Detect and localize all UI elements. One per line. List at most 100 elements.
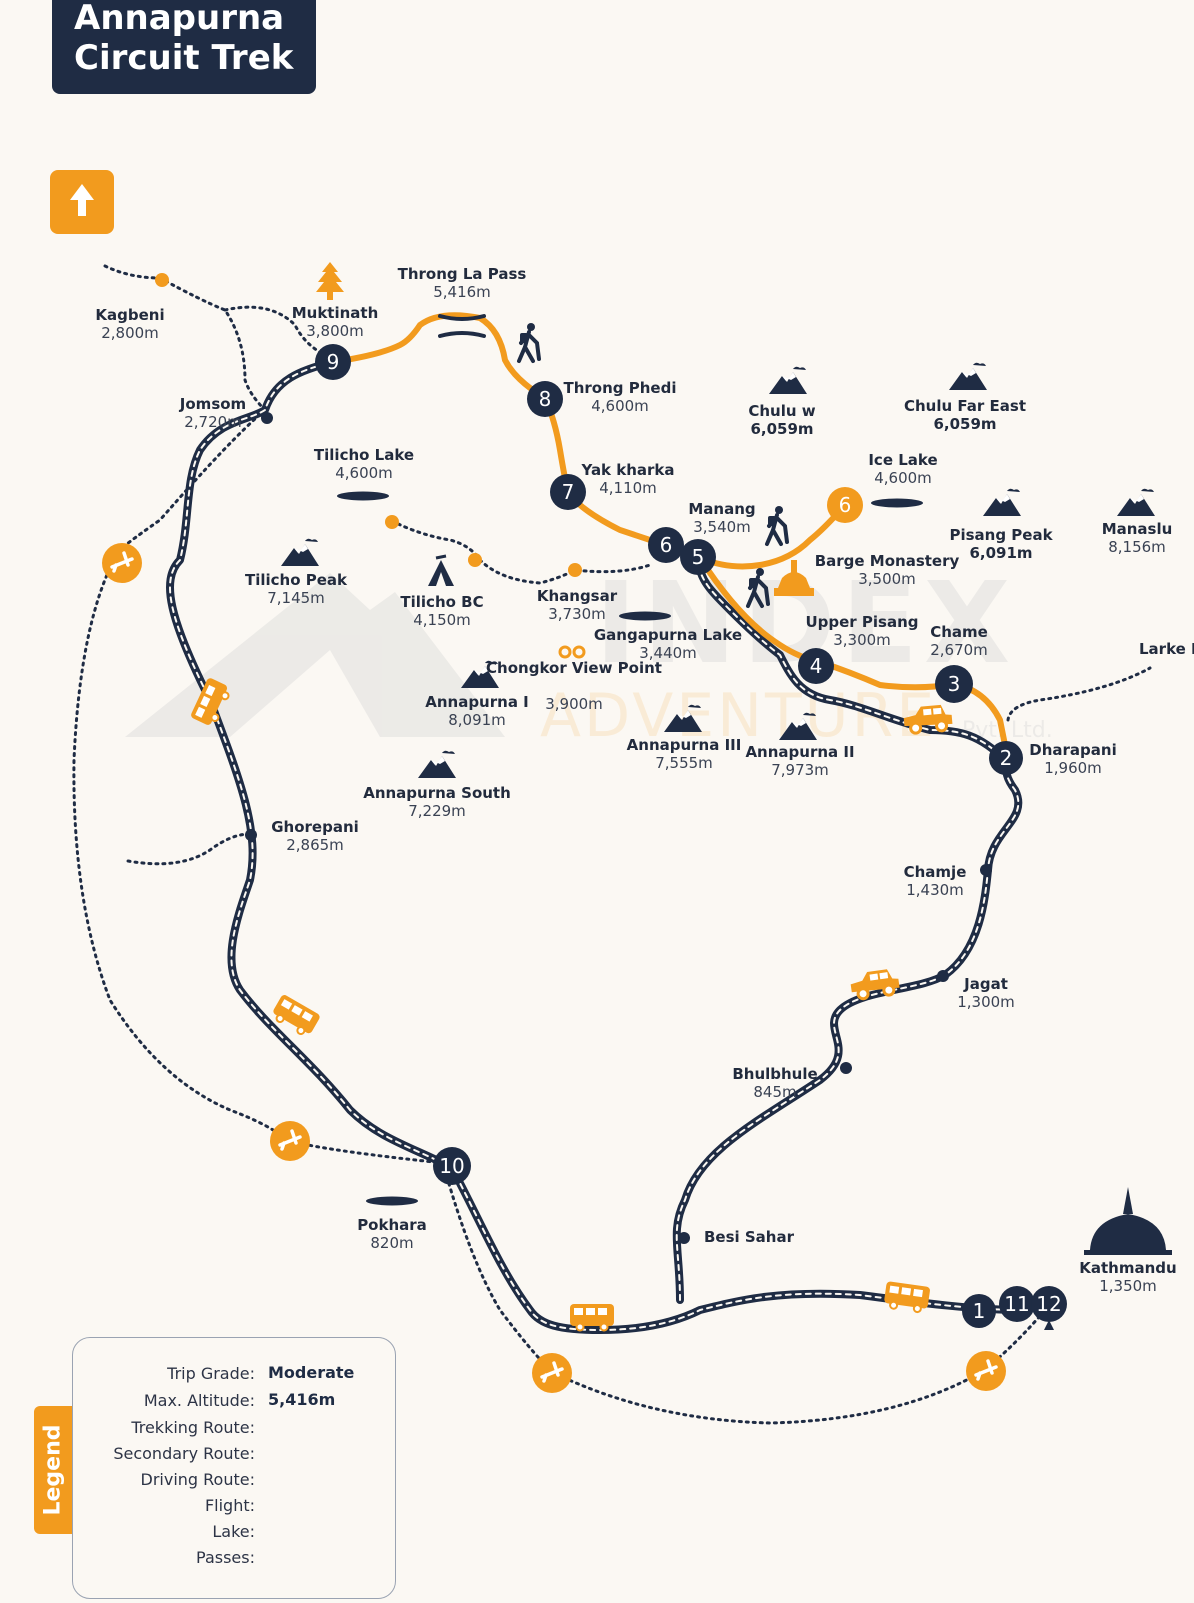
place-alt: 2,865m [286,836,344,854]
legend-secondary: Secondary Route: [113,1444,255,1463]
place-name: Chulu Far East [904,397,1026,415]
place-alt: 1,300m [957,993,1015,1011]
stop-markers: 1 2 3 4 5 6 6 7 8 9 10 11 12 [315,344,1067,1330]
stop-marker-6-ice-lake: 6 [827,487,863,523]
place-alt: 6,059m [933,415,996,433]
place-alt: 1,350m [1099,1277,1157,1295]
svg-text:3: 3 [948,672,961,696]
place-name: Ghorepani [271,818,359,836]
place-name: Tilicho BC [400,593,483,611]
trekking-route [330,312,1011,763]
driving-route [166,358,1024,1334]
place-alt: 3,300m [833,631,891,649]
north-arrow-icon [50,170,114,234]
title-line-2: Circuit Trek [74,38,294,78]
legend-trekking: Trekking Route: [131,1418,255,1437]
place-alt: 5,416m [433,283,491,301]
place-name: Besi Sahar [704,1228,795,1246]
svg-text:10: 10 [439,1154,464,1178]
legend-tab-label: Legend [40,1424,66,1516]
place-name: Yak kharka [580,461,674,479]
kathmandu-stupa-icon [1084,1187,1172,1255]
place-alt: 3,500m [858,570,916,588]
title-line-1: Annapurna [74,0,285,38]
place-name: Upper Pisang [805,613,918,631]
place-name: Manaslu [1102,520,1173,538]
place-alt: 1,960m [1044,759,1102,777]
place-alt: 8,156m [1108,538,1166,556]
legend-lake: Lake: [212,1522,255,1541]
place-alt: 2,720m [184,413,242,431]
place-alt: 2,800m [101,324,159,342]
place-name: Throng Phedi [564,379,677,397]
place-alt: 3,540m [693,518,751,536]
place-name: Bhulbhule [732,1065,817,1083]
svg-text:11: 11 [1004,1292,1029,1316]
place-alt: 8,091m [448,711,506,729]
place-name: Dharapani [1029,741,1116,759]
legend-max-alt-label: Max. Altitude: [143,1391,255,1410]
pass-icon [438,314,486,338]
place-name: Larke P [1139,640,1194,658]
stop-marker-8: 8 [527,381,563,417]
place-alt: 4,110m [599,479,657,497]
place-alt: 3,440m [639,644,697,662]
place-alt: 820m [370,1234,413,1252]
place-name: Muktinath [292,304,379,322]
stop-marker-5: 5 [680,539,716,575]
svg-text:12: 12 [1036,1292,1061,1316]
place-name: Khangsar [537,587,618,605]
place-alt: 6,059m [750,420,813,438]
place-name: Annapurna III [627,736,742,754]
place-name: Manang [688,500,755,518]
place-name: Ice Lake [868,451,937,469]
svg-text:6: 6 [839,493,852,517]
place-name: Kathmandu [1079,1259,1176,1277]
place-name: Gangapurna Lake [594,626,742,644]
place-labels: Kagbeni 2,800m Muktinath 3,800m Throng L… [95,265,1194,1295]
legend-passes: Passes: [196,1548,255,1567]
secondary-routes [72,264,1152,1425]
place-name: Kagbeni [95,306,164,324]
place-alt: 3,900m [545,695,603,713]
place-alt: 2,670m [930,641,988,659]
place-name: Jagat [963,975,1008,993]
legend-trip-grade-label: Trip Grade: [167,1364,255,1383]
temple-icon [316,262,344,300]
place-name: Throng La Pass [398,265,527,283]
svg-text:9: 9 [327,350,340,374]
stupa-icon [774,560,814,596]
svg-text:1: 1 [973,1299,986,1323]
place-name: Pisang Peak [949,526,1053,544]
map-title: Annapurna Circuit Trek [52,0,316,94]
place-name: Tilicho Peak [245,571,348,589]
route-dots [245,412,992,1244]
place-alt: 1,430m [906,881,964,899]
place-alt: 7,145m [267,589,325,607]
svg-text:8: 8 [539,387,552,411]
place-alt: 4,600m [591,397,649,415]
place-name: Chulu w [748,402,815,420]
place-name: Annapurna South [363,784,511,802]
stop-marker-12: 12 [1031,1286,1067,1330]
stop-marker-1: 1 [962,1294,996,1328]
place-alt: 7,973m [771,761,829,779]
place-alt: 4,600m [874,469,932,487]
place-name: Pokhara [357,1216,427,1234]
place-name: Barge Monastery [815,552,960,570]
stop-marker-6: 6 [648,527,684,563]
svg-text:7: 7 [562,480,575,504]
place-alt: 6,091m [969,544,1032,562]
stop-marker-9: 9 [315,344,351,380]
binoculars-icon [558,645,586,659]
place-name: Jomsom [179,395,246,413]
place-name: Annapurna I [425,693,529,711]
place-alt: 845m [753,1083,796,1101]
svg-text:4: 4 [810,654,823,678]
place-alt: 7,229m [408,802,466,820]
legend-tab: Legend [34,1406,72,1534]
svg-text:5: 5 [692,545,705,569]
place-alt: 7,555m [655,754,713,772]
place-alt: 4,600m [335,464,393,482]
